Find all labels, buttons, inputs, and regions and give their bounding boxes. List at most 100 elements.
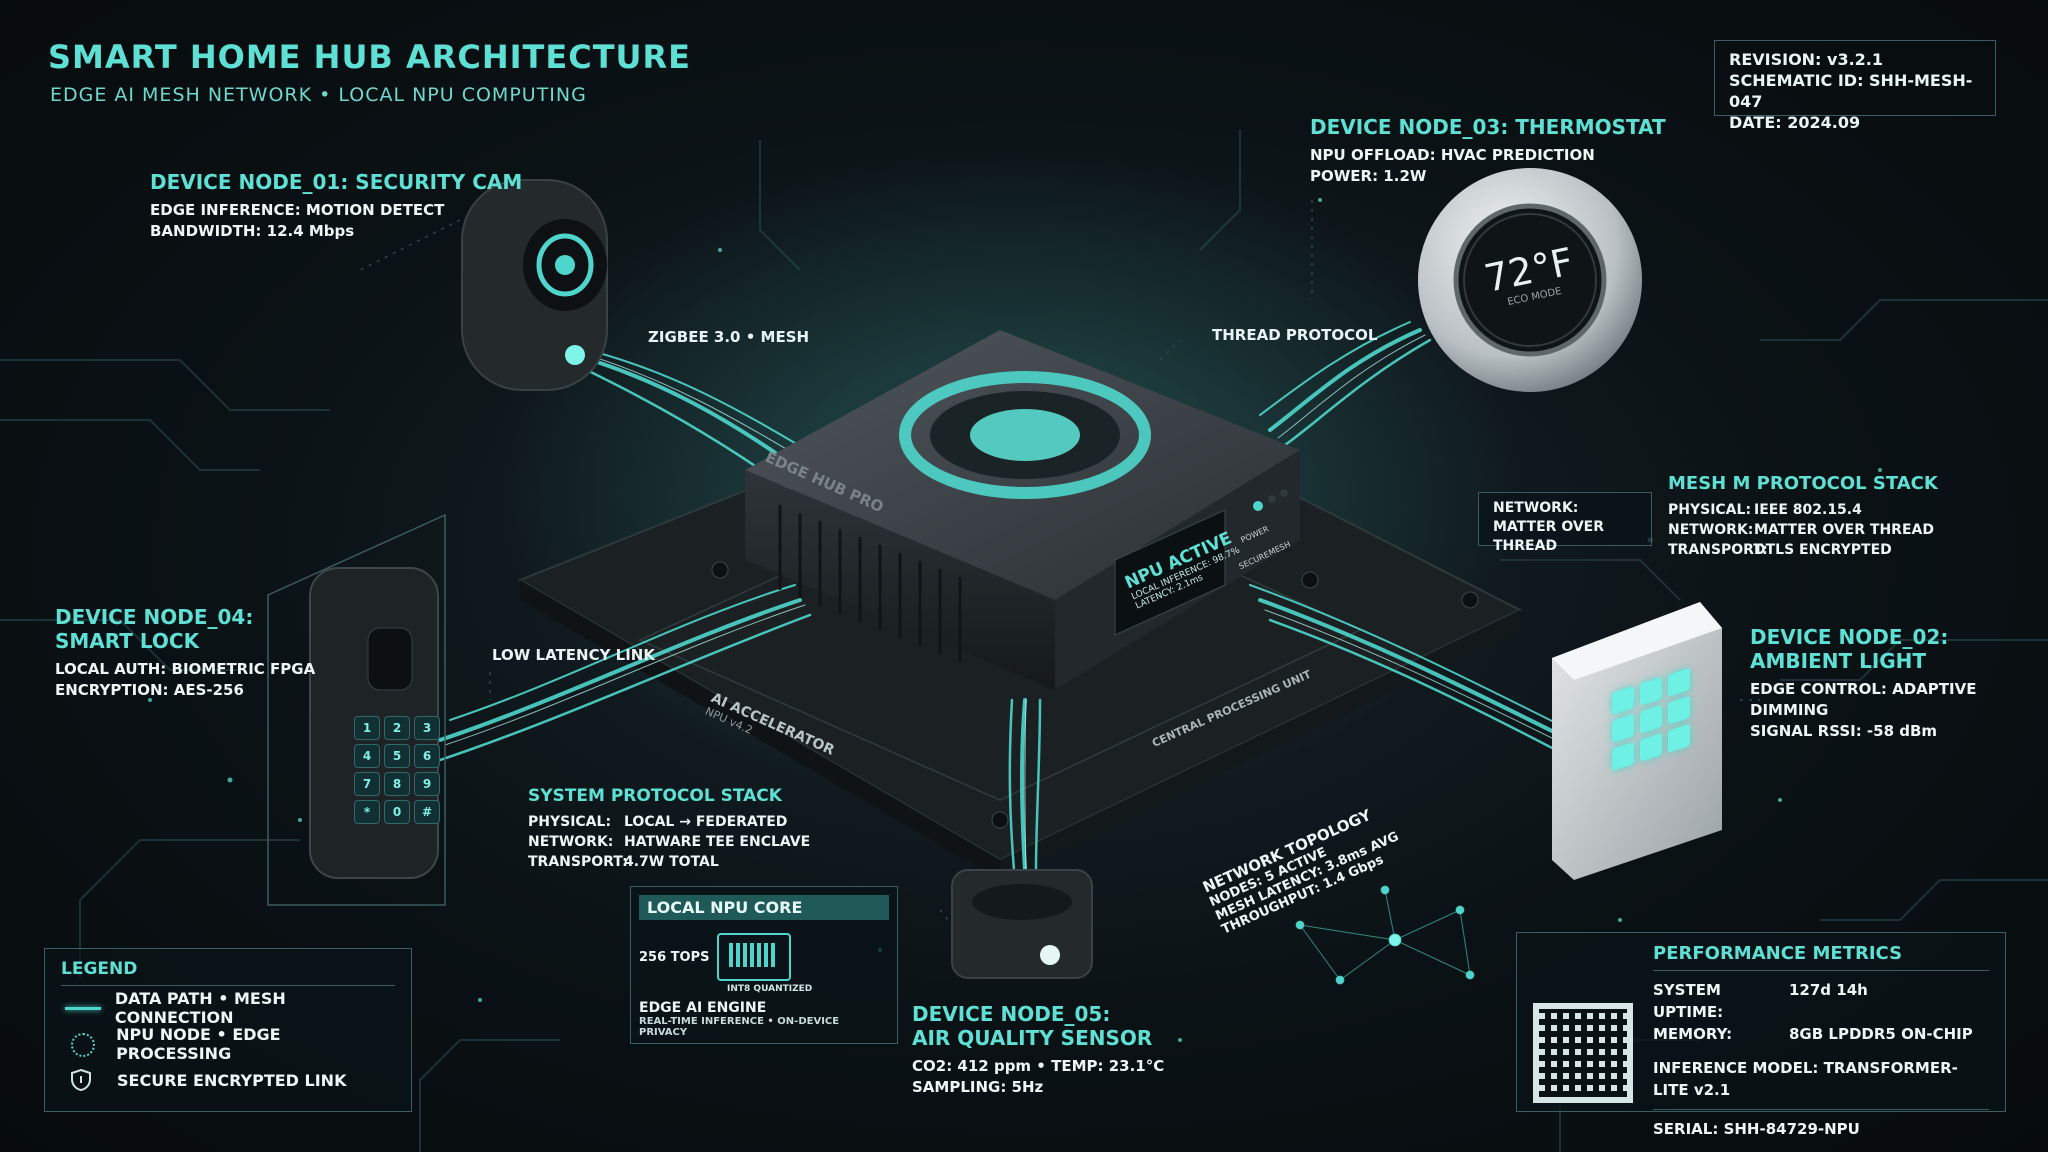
- metric-value: 127d 14h: [1789, 981, 1868, 999]
- node-smart-lock-label: DEVICE NODE_04: SMART LOCK LOCAL AUTH: B…: [55, 605, 315, 701]
- npu-quantization: INT8 QUANTIZED: [727, 984, 813, 994]
- data-path-line-icon: [61, 996, 101, 1020]
- keypad-key: *: [354, 800, 380, 824]
- stack-row: NETWORK: MATTER OVER THREAD: [1668, 520, 1938, 540]
- page-subtitle: EDGE AI MESH NETWORK • LOCAL NPU COMPUTI…: [50, 84, 587, 106]
- metric-key: SYSTEM UPTIME:: [1653, 981, 1724, 1021]
- data-path-beams: [438, 321, 1577, 872]
- node-title: DEVICE NODE_03: THERMOSTAT: [1310, 115, 1666, 139]
- legend-item: NPU NODE • EDGE PROCESSING: [61, 1025, 395, 1063]
- stack-key: NETWORK:: [528, 834, 614, 850]
- stack-key: TRANSPORT:: [1668, 542, 1768, 558]
- npu-core-card: LOCAL NPU CORE 256 TOPS INT8 QUANTIZED E…: [630, 886, 898, 1044]
- node-title: DEVICE NODE_02:: [1750, 625, 1949, 649]
- keypad-key: 8: [384, 772, 410, 796]
- keypad-key: 1: [354, 716, 380, 740]
- node-detail: BANDWIDTH: 12.4 Mbps: [150, 222, 355, 240]
- stack-row: NETWORK: HATWARE TEE ENCLAVE: [528, 832, 810, 852]
- node-detail: POWER: 1.2W: [1310, 167, 1427, 185]
- inference-model: INFERENCE MODEL: TRANSFORMER-LITE v2.1: [1653, 1057, 1989, 1110]
- legend-label: NPU NODE • EDGE PROCESSING: [116, 1025, 281, 1063]
- keypad-key: 6: [414, 744, 440, 768]
- link-label-zigbee: ZIGBEE 3.0 • MESH: [648, 328, 810, 346]
- air-quality-sensor-device: [951, 869, 1093, 979]
- node-title: DEVICE NODE_01: SECURITY CAM: [150, 170, 523, 194]
- node-title: AIR QUALITY SENSOR: [912, 1026, 1153, 1050]
- stack-value: 4.7W TOTAL: [624, 854, 719, 870]
- stack-value: HATWARE TEE ENCLAVE: [624, 834, 811, 850]
- thermostat-device: [1418, 168, 1642, 392]
- revision-box: REVISION: v3.2.1 SCHEMATIC ID: SHH-MESH-…: [1714, 40, 1996, 132]
- revision-date: DATE: 2024.09: [1729, 113, 1861, 132]
- network-callout-label: NETWORK:: [1493, 500, 1579, 516]
- npu-tops: 256 TOPS: [639, 949, 710, 965]
- legend-panel: LEGEND DATA PATH • MESH CONNECTION NPU N…: [44, 948, 412, 1112]
- metric-value: 8GB LPDDR5 ON-CHIP: [1789, 1025, 1973, 1043]
- node-detail: SAMPLING: 5Hz: [912, 1078, 1044, 1096]
- smart-lock-device: [267, 513, 446, 906]
- system-protocol-stack: SYSTEM PROTOCOL STACK PHYSICAL: LOCAL → …: [528, 784, 810, 872]
- node-detail: CO2: 412 ppm • TEMP: 23.1°C: [912, 1057, 1165, 1075]
- keypad-key: #: [414, 800, 440, 824]
- stack-value: DTLS ENCRYPTED: [1754, 542, 1892, 558]
- stack-key: PHYSICAL:: [528, 814, 612, 830]
- stack-key: TRANSPORT:: [528, 854, 628, 870]
- stack-key: PHYSICAL:: [1668, 502, 1752, 518]
- serial-number: SERIAL: SHH-84729-NPU: [1653, 1120, 1860, 1138]
- security-camera-device: [461, 179, 608, 391]
- node-detail: LOCAL AUTH: BIOMETRIC FPGA: [55, 660, 316, 678]
- node-title: AMBIENT LIGHT: [1750, 649, 1927, 673]
- qr-code-icon: [1533, 1003, 1633, 1103]
- legend-title: LEGEND: [61, 959, 395, 986]
- lock-keypad: 1 2 3 4 5 6 7 8 9 * 0 #: [354, 716, 454, 846]
- legend-label: DATA PATH • MESH CONNECTION: [114, 989, 286, 1027]
- node-detail: NPU OFFLOAD: HVAC PREDICTION: [1310, 146, 1595, 164]
- mesh-protocol-stack: MESH M PROTOCOL STACK PHYSICAL: IEEE 802…: [1668, 472, 1938, 560]
- metric-row: MEMORY: 8GB LPDDR5 ON-CHIP: [1653, 1023, 1989, 1045]
- node-detail: ENCRYPTION: AES-256: [55, 681, 244, 699]
- stack-value: LOCAL → FEDERATED: [624, 814, 788, 830]
- stack-title: SYSTEM PROTOCOL STACK: [528, 786, 782, 806]
- node-title: SMART LOCK: [55, 629, 200, 653]
- link-label-low-latency: LOW LATENCY LINK: [492, 646, 655, 664]
- stack-value: MATTER OVER THREAD: [1754, 522, 1934, 538]
- stack-row: TRANSPORT: DTLS ENCRYPTED: [1668, 540, 1938, 560]
- stack-value: IEEE 802.15.4: [1754, 502, 1862, 518]
- metric-row: SYSTEM UPTIME: 127d 14h: [1653, 979, 1989, 1023]
- stack-title: MESH M PROTOCOL STACK: [1668, 473, 1938, 494]
- topology-graph: [1295, 885, 1475, 985]
- node-ambient-light-label: DEVICE NODE_02: AMBIENT LIGHT EDGE CONTR…: [1750, 625, 2048, 742]
- edge-hub-device: [745, 330, 1300, 690]
- keypad-key: 9: [414, 772, 440, 796]
- network-callout: NETWORK: MATTER OVER THREAD: [1478, 492, 1652, 554]
- edge-ai-engine-desc: REAL-TIME INFERENCE • ON-DEVICE PRIVACY: [639, 1016, 840, 1038]
- node-title: DEVICE NODE_04:: [55, 605, 254, 629]
- stack-row: TRANSPORT: 4.7W TOTAL: [528, 852, 810, 872]
- performance-metrics-panel: PERFORMANCE METRICS SYSTEM UPTIME: 127d …: [1516, 932, 2006, 1138]
- revision-number: REVISION: v3.2.1: [1729, 50, 1884, 69]
- network-callout-value: MATTER OVER THREAD: [1493, 519, 1605, 554]
- npu-node-dotted-circle-icon: [61, 1032, 102, 1057]
- keypad-key: 7: [354, 772, 380, 796]
- node-detail: EDGE INFERENCE: MOTION DETECT: [150, 201, 445, 219]
- keypad-key: 4: [354, 744, 380, 768]
- stack-key: NETWORK:: [1668, 522, 1754, 538]
- stack-row: PHYSICAL: LOCAL → FEDERATED: [528, 812, 810, 832]
- edge-ai-engine: EDGE AI ENGINE: [639, 1000, 767, 1016]
- link-label-thread: THREAD PROTOCOL: [1212, 326, 1378, 344]
- npu-core-title: LOCAL NPU CORE: [639, 895, 889, 920]
- chip-icon: [717, 933, 791, 981]
- schematic-id: SCHEMATIC ID: SHH-MESH-047: [1729, 71, 1973, 111]
- keypad-key: 5: [384, 744, 410, 768]
- legend-item: DATA PATH • MESH CONNECTION: [61, 989, 395, 1027]
- keypad-key: 2: [384, 716, 410, 740]
- node-thermostat-label: DEVICE NODE_03: THERMOSTAT NPU OFFLOAD: …: [1310, 115, 1666, 187]
- keypad-key: 0: [384, 800, 410, 824]
- page-title: SMART HOME HUB ARCHITECTURE: [48, 38, 692, 76]
- node-title: DEVICE NODE_05:: [912, 1002, 1111, 1026]
- legend-label: SECURE ENCRYPTED LINK: [117, 1070, 347, 1090]
- light-led-grid: [1612, 667, 1692, 823]
- node-detail: EDGE CONTROL: ADAPTIVE DIMMING: [1750, 680, 1977, 719]
